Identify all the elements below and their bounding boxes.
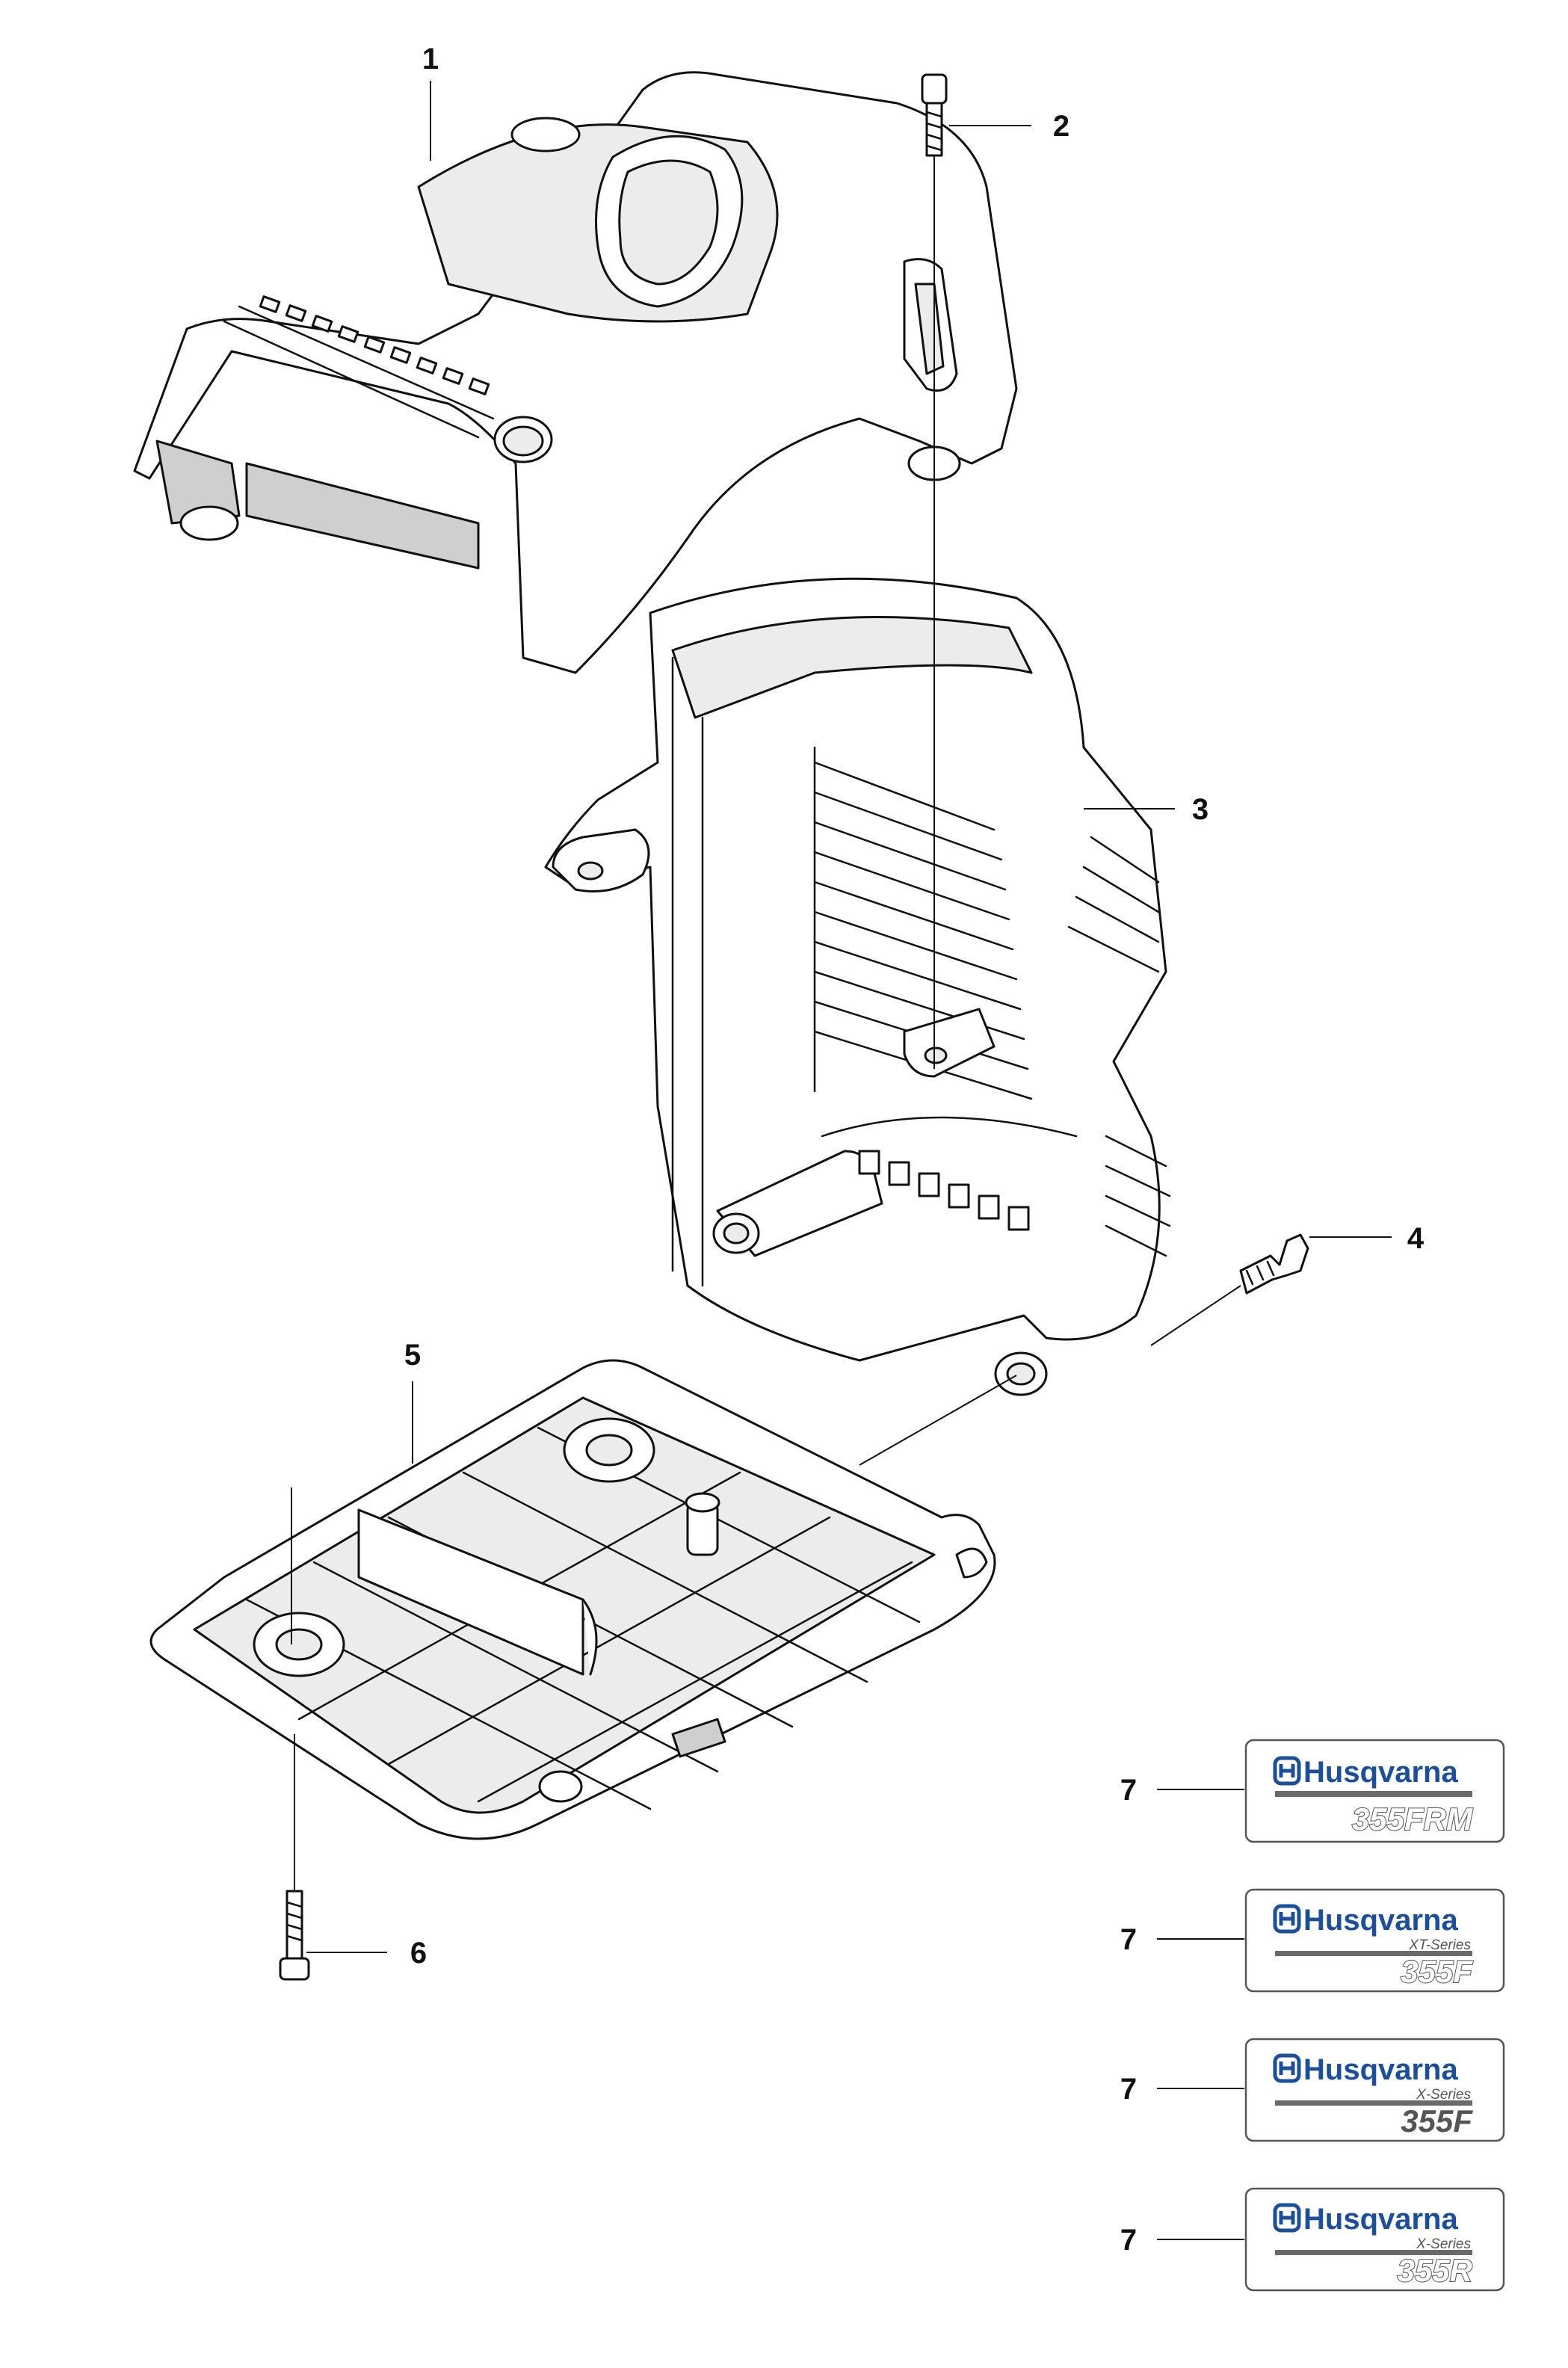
decal-series: XT-Series <box>1408 1937 1471 1953</box>
part-6-screw <box>279 1890 310 1981</box>
husqvarna-logo-icon <box>1273 2053 1301 2083</box>
decal-xt-series-355f: Husqvarna XT-Series 355F <box>1244 1888 1505 1993</box>
decal-model: 355F <box>1401 2103 1473 2139</box>
decal-brand: Husqvarna <box>1303 1904 1458 1937</box>
callout-7-decal-4: 7 <box>1120 2224 1137 2257</box>
shroud-cooling-fins <box>813 761 1171 1257</box>
callout-5: 5 <box>404 1339 421 1372</box>
callout-numbers: 1 2 3 4 5 6 7 7 7 7 <box>404 43 1425 2257</box>
decal-model: 355R <box>1398 2253 1473 2288</box>
callout-3: 3 <box>1192 793 1209 826</box>
decal-series: X-Series <box>1416 2087 1471 2103</box>
part-3-cylinder-shroud <box>544 577 1171 1396</box>
decal-brand: Husqvarna <box>1303 2053 1458 2086</box>
part-1-top-cover <box>133 71 1018 674</box>
husqvarna-logo-icon <box>1273 1756 1301 1786</box>
callout-7-decal-3: 7 <box>1120 2073 1137 2106</box>
callout-2: 2 <box>1053 110 1069 143</box>
husqvarna-logo-icon <box>1273 2203 1301 2233</box>
decal-model: 355F <box>1401 1954 1473 1989</box>
callout-7-decal-2: 7 <box>1120 1923 1137 1956</box>
assembly-centerlines <box>291 155 1241 1891</box>
husqvarna-logo-icon <box>1273 1904 1301 1934</box>
callout-6: 6 <box>410 1937 427 1970</box>
decal-brand: Husqvarna <box>1303 2203 1458 2236</box>
callout-7-decal-1: 7 <box>1120 1774 1137 1807</box>
callout-4: 4 <box>1407 1222 1425 1255</box>
part-4-screw <box>1239 1233 1309 1295</box>
callout-1: 1 <box>422 43 439 75</box>
callout-leaders <box>306 81 1392 2240</box>
top-cover-vent-slots <box>259 295 490 395</box>
decal-355frm: Husqvarna 355FRM <box>1244 1739 1505 1843</box>
decal-model: 355FRM <box>1352 1801 1473 1837</box>
part-5-base-plate <box>149 1359 996 1840</box>
decal-x-series-355f: Husqvarna X-Series 355F <box>1244 2038 1505 2142</box>
shroud-lower-slots <box>858 1150 1030 1231</box>
decal-series: X-Series <box>1416 2236 1471 2252</box>
decal-x-series-355r: Husqvarna X-Series 355R <box>1244 2187 1505 2292</box>
part-2-screw <box>921 73 948 157</box>
decal-brand: Husqvarna <box>1303 1756 1458 1789</box>
